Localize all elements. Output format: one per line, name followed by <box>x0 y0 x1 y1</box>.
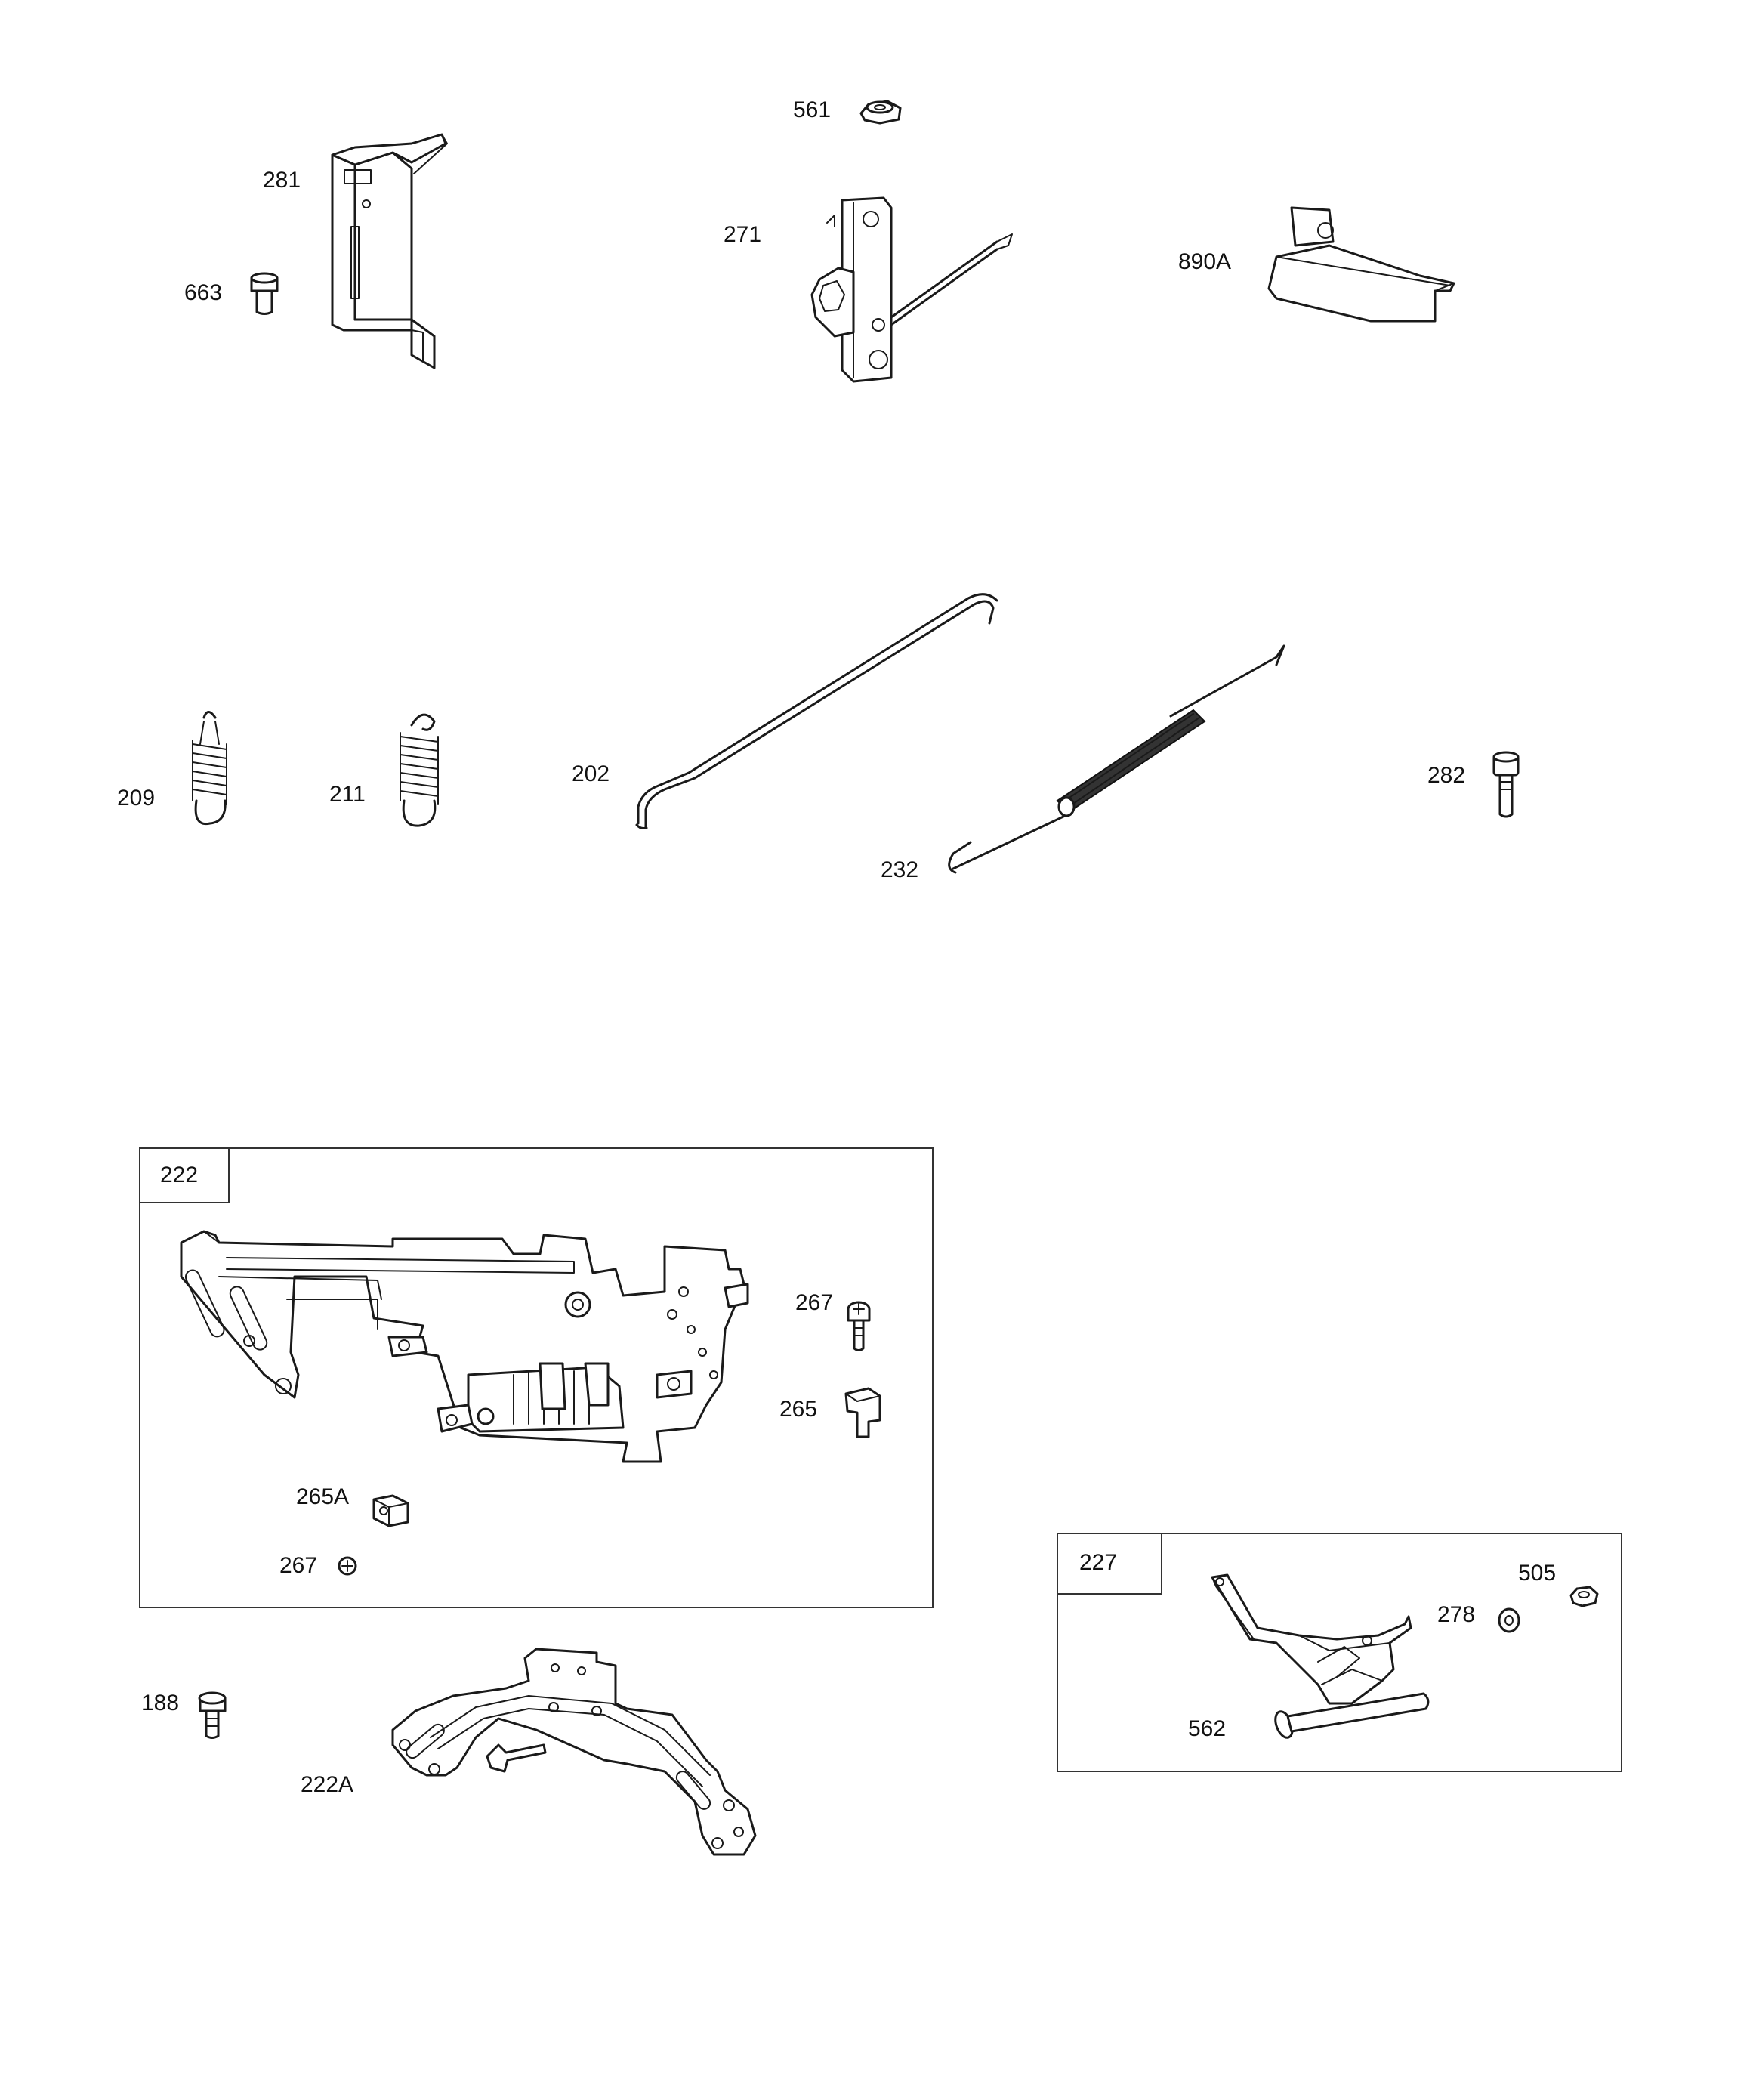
callout-271: 271 <box>724 222 762 247</box>
callout-890a: 890A <box>1178 249 1232 274</box>
callout-561: 561 <box>793 97 832 122</box>
part-282-drawing <box>1492 751 1520 818</box>
assembly-227-label: 227 <box>1079 1550 1118 1575</box>
callout-265: 265 <box>779 1397 818 1422</box>
part-281-drawing <box>331 133 448 369</box>
callout-505: 505 <box>1518 1561 1557 1586</box>
callout-281: 281 <box>263 168 301 193</box>
callout-222a: 222A <box>301 1772 354 1797</box>
part-222a-drawing <box>391 1648 757 1856</box>
callout-202: 202 <box>572 761 610 786</box>
part-202-drawing <box>635 593 998 829</box>
part-278-drawing <box>1498 1607 1520 1633</box>
part-271-drawing <box>810 196 1013 383</box>
part-211-drawing <box>400 713 439 827</box>
callout-663: 663 <box>184 280 223 305</box>
part-267-bottom-drawing <box>338 1556 357 1576</box>
callout-232: 232 <box>881 857 919 882</box>
callout-211: 211 <box>329 782 366 807</box>
assembly-227-drawing <box>1211 1573 1412 1705</box>
callout-267-top: 267 <box>795 1290 834 1315</box>
part-267-top-drawing <box>847 1301 871 1351</box>
part-505-drawing <box>1569 1586 1599 1607</box>
part-188-drawing <box>198 1691 227 1739</box>
part-209-drawing <box>192 711 227 826</box>
callout-267-bottom: 267 <box>279 1553 318 1578</box>
callout-282: 282 <box>1427 763 1466 788</box>
assembly-222-label: 222 <box>160 1163 199 1187</box>
callout-188: 188 <box>141 1691 180 1716</box>
part-265-drawing <box>844 1387 881 1438</box>
assembly-222-drawing <box>180 1230 749 1463</box>
part-265a-drawing <box>372 1494 409 1527</box>
callout-562: 562 <box>1188 1716 1227 1741</box>
callout-265a: 265A <box>296 1484 350 1509</box>
part-561-drawing <box>859 100 902 125</box>
callout-278: 278 <box>1437 1602 1476 1627</box>
callout-209: 209 <box>117 786 156 811</box>
part-663-drawing <box>250 272 279 315</box>
part-890a-drawing <box>1267 206 1455 323</box>
part-232-drawing <box>948 644 1285 874</box>
part-562-drawing <box>1274 1692 1430 1739</box>
